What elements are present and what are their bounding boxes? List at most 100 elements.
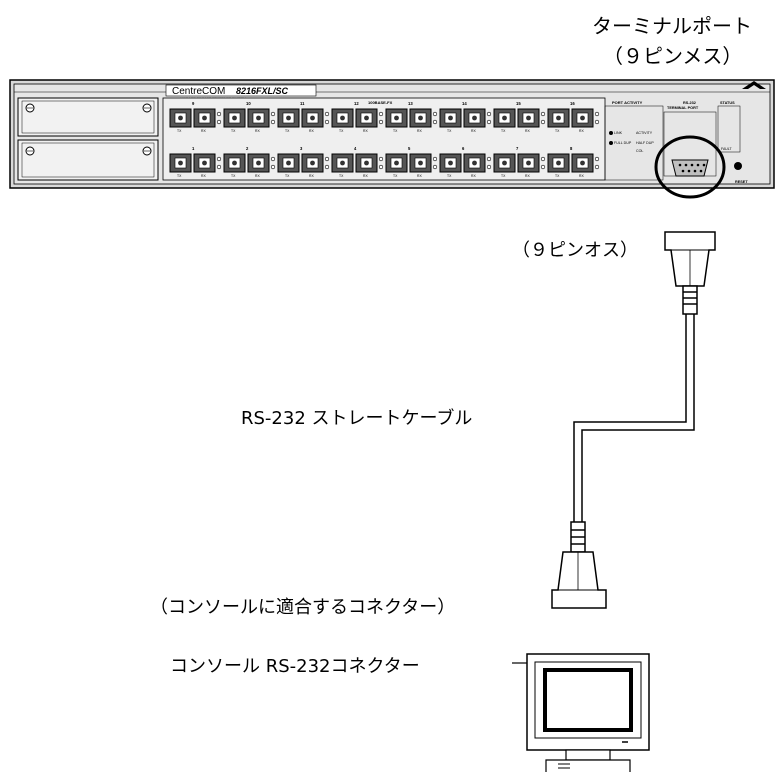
- tx-label: TX: [393, 129, 398, 133]
- port-number: 1: [192, 146, 195, 151]
- terminal-port-label: ターミナルポート: [592, 14, 752, 38]
- port-number: 10: [246, 101, 251, 106]
- terminal-port-panel: RS-232 TERMINAL PORT STATUS FAULT RESET: [663, 81, 766, 184]
- tx-label: TX: [501, 174, 506, 178]
- male-db9-connector-top: [664, 231, 716, 315]
- port-number: 14: [462, 101, 467, 106]
- tx-label: TX: [285, 129, 290, 133]
- svg-text:STATUS: STATUS: [720, 101, 735, 105]
- rs232-cable: [573, 314, 695, 522]
- svg-text:RESET: RESET: [735, 180, 748, 184]
- console-computer: [526, 653, 650, 772]
- port-led: [594, 164, 600, 170]
- port-led: [540, 164, 546, 170]
- tx-label: TX: [231, 174, 236, 178]
- rx-label: RX: [255, 174, 260, 178]
- tx-label: TX: [555, 129, 560, 133]
- db9-female-port: [671, 159, 709, 177]
- model-text: 8216FXL/SC: [236, 86, 289, 96]
- tx-label: TX: [231, 129, 236, 133]
- port-led: [594, 111, 600, 117]
- tx-label: TX: [447, 174, 452, 178]
- rx-label: RX: [579, 129, 584, 133]
- rx-label: RX: [525, 129, 530, 133]
- port-led: [378, 156, 384, 162]
- tx-label: TX: [177, 129, 182, 133]
- male-connector-label: （９ピンオス）: [512, 240, 638, 261]
- svg-text:HALF DUP: HALF DUP: [636, 141, 654, 145]
- brand-text: CentreCOM: [172, 86, 225, 97]
- switch-chassis: CentreCOM 8216FXL/SC 100BASE-FX FAST ETH…: [9, 79, 775, 199]
- port-led: [378, 119, 384, 125]
- tx-label: TX: [285, 174, 290, 178]
- port-led: [486, 164, 492, 170]
- port-number: 6: [462, 146, 465, 151]
- rx-label: RX: [363, 174, 368, 178]
- sc-port-pair: 6TX RX: [439, 146, 492, 178]
- port-number: 15: [516, 101, 521, 106]
- svg-text:FAULT: FAULT: [721, 147, 732, 151]
- rx-label: RX: [255, 129, 260, 133]
- svg-text:PORT ACTIVITY: PORT ACTIVITY: [612, 100, 643, 105]
- port-led: [432, 119, 438, 125]
- port-number: 13: [408, 101, 413, 106]
- port-number: 12: [354, 101, 359, 106]
- tx-label: TX: [447, 129, 452, 133]
- svg-text:FULL DUP: FULL DUP: [614, 141, 632, 145]
- port-number: 2: [246, 146, 249, 151]
- port-number: 3: [300, 146, 303, 151]
- port-led: [324, 156, 330, 162]
- rx-label: RX: [309, 129, 314, 133]
- rx-label: RX: [525, 174, 530, 178]
- port-led: [486, 111, 492, 117]
- port-led: [270, 164, 276, 170]
- terminal-port-pin-label: （９ピンメス）: [603, 44, 743, 68]
- rx-label: RX: [363, 129, 368, 133]
- left-slot-panel-top: [17, 97, 159, 137]
- port-led: [270, 111, 276, 117]
- port-led: [378, 111, 384, 117]
- db9-connector-bottom: [551, 521, 607, 609]
- rx-label: RX: [579, 174, 584, 178]
- rx-label: RX: [417, 129, 422, 133]
- tx-label: TX: [393, 174, 398, 178]
- port-led: [378, 164, 384, 170]
- sc-port-pair: 3TX RX: [277, 146, 330, 178]
- port-number: 8: [570, 146, 573, 151]
- port-led: [216, 111, 222, 117]
- tx-label: TX: [339, 129, 344, 133]
- rx-label: RX: [201, 129, 206, 133]
- rx-label: RX: [309, 174, 314, 178]
- logo-icon: [742, 81, 766, 89]
- port-led: [540, 111, 546, 117]
- port-led: [594, 156, 600, 162]
- port-led: [432, 111, 438, 117]
- port-led: [594, 119, 600, 125]
- svg-text:LINK: LINK: [614, 131, 623, 135]
- rx-label: RX: [471, 174, 476, 178]
- sc-port-pair: 2TX RX: [223, 146, 276, 178]
- console-connector-label: （コンソールに適合するコネクター）: [150, 597, 456, 618]
- console-rs232-label: コンソール RS-232コネクター: [170, 656, 420, 677]
- port-led: [324, 111, 330, 117]
- port-led: [486, 156, 492, 162]
- left-slot-panel-bottom: [17, 139, 159, 181]
- svg-text:TERMINAL PORT: TERMINAL PORT: [667, 106, 699, 110]
- svg-text:COL: COL: [636, 149, 643, 153]
- tx-label: TX: [501, 129, 506, 133]
- rx-label: RX: [417, 174, 422, 178]
- port-number: 16: [570, 101, 575, 106]
- rx-label: RX: [201, 174, 206, 178]
- port-led: [270, 119, 276, 125]
